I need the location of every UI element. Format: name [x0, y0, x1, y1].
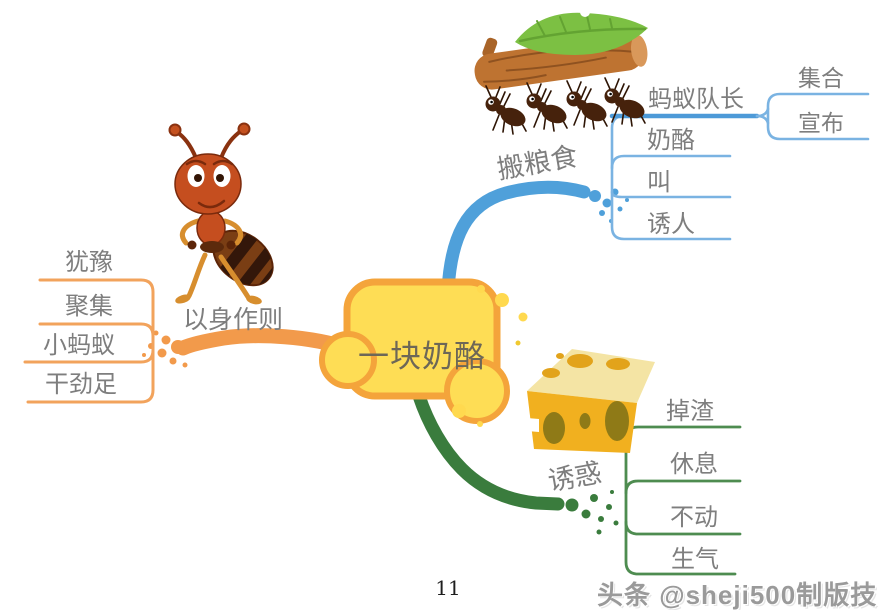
topic-budong: 不动: [670, 504, 718, 531]
topic-diaozha: 掉渣: [666, 398, 714, 425]
topic-shengqi: 生气: [671, 546, 719, 573]
topic-nailao: 奶酪: [647, 127, 695, 154]
branch-yishenzuoze-lines: [23, 278, 358, 404]
topic-xuanbu: 宣布: [798, 110, 844, 136]
ants-carrying-log-illustration: [474, 7, 649, 135]
cheese-wedge-illustration: [515, 340, 655, 453]
topic-juji: 聚集: [65, 293, 113, 320]
orange-splash: [142, 330, 188, 368]
center-node-shape: [319, 278, 528, 427]
watermark-text: 头条 @sheji500制版技术: [597, 580, 878, 610]
topic-mayiduizhang: 蚂蚁队长: [648, 86, 744, 113]
topic-yishenzuoze: 以身作则: [183, 306, 284, 334]
topic-youyu: 犹豫: [65, 249, 113, 276]
bubble-dots: [452, 285, 528, 427]
page-number: 11: [435, 576, 461, 600]
center-topic: 一块奶酪: [358, 339, 486, 374]
topic-xiaomayi: 小蚂蚁: [43, 332, 115, 359]
green-splash: [565, 490, 619, 535]
topic-jihe: 集合: [798, 65, 844, 91]
topic-xiuxi: 休息: [670, 451, 718, 478]
topic-youren: 诱人: [647, 211, 695, 238]
topic-ganjinzu: 干劲足: [45, 371, 117, 398]
topic-jiao: 叫: [647, 169, 671, 196]
blue-splash: [589, 188, 629, 223]
branch-youhuo-lines: [412, 389, 742, 576]
ant-mascot-illustration: [168, 122, 284, 305]
